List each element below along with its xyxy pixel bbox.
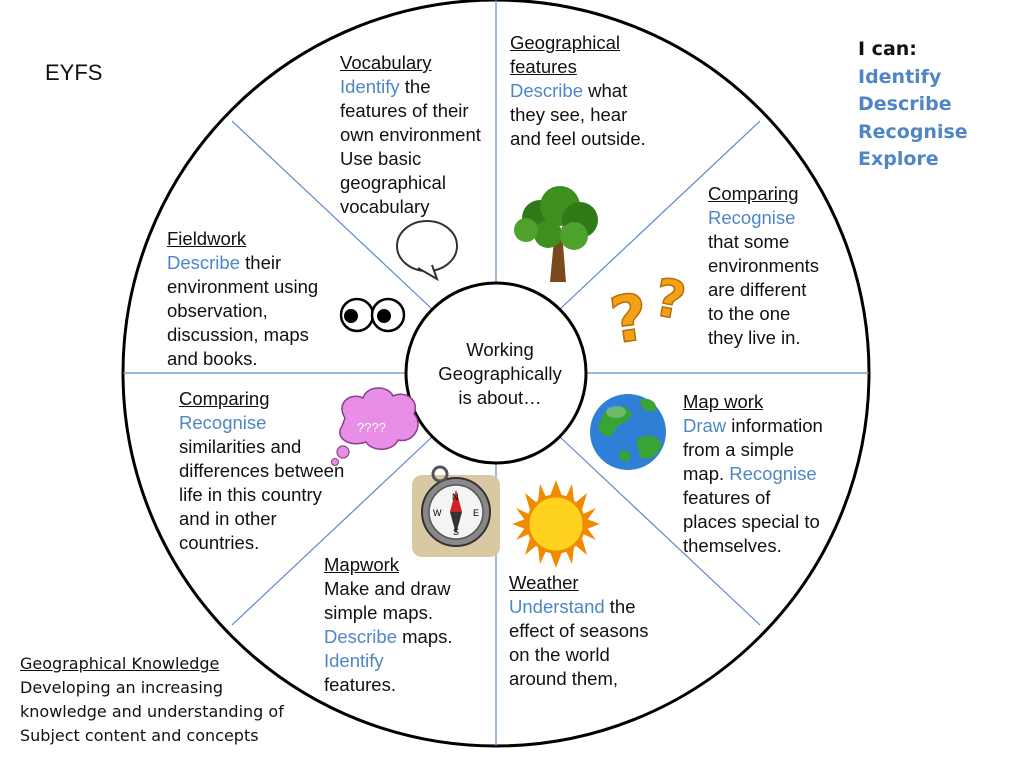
verb-highlight: Describe [167,252,240,273]
segment-comparing-countries: Comparing Recognise similarities and dif… [179,387,344,555]
page-title: EYFS [45,60,103,85]
eyes-icon [339,297,406,333]
verb-highlight: Describe [324,626,397,647]
segment-heading: features [510,56,577,77]
segment-text: differences between [179,460,345,481]
segment-text: own environment [340,124,481,145]
segment-heading: Mapwork [324,554,400,575]
segment-text: features. [324,674,396,695]
verb-highlight: Identify [340,76,400,97]
segment-text: themselves. [683,535,782,556]
segment-text: Use basic [340,148,422,169]
compass-w: W [433,508,442,518]
segment-heading: Geographical [510,32,621,53]
verb-highlight: Describe [510,80,583,101]
i-can-verb: Describe [858,93,952,115]
segment-comparing-environments: Comparing Recognise that some environmen… [708,182,819,350]
segment-text: the [399,76,431,97]
segment-heading: Vocabulary [340,52,432,73]
note-line: Developing an increasing [20,678,224,697]
segment-text: from a simple [683,439,795,460]
geographical-knowledge-note: Geographical Knowledge Developing an inc… [20,652,284,748]
segment-text: and books. [167,348,258,369]
segment-text: environment using [167,276,319,297]
segment-text: simple maps. [324,602,433,623]
segment-text: features of [683,487,771,508]
segment-text: similarities and [179,436,302,457]
segment-text: that some [708,231,790,252]
segment-text: they live in. [708,327,801,348]
verb-highlight: Recognise [708,207,796,228]
verb-highlight: Identify [324,650,384,671]
thought-bubble-text: ???? [357,420,386,435]
verb-highlight: Understand [509,596,605,617]
segment-heading: Map work [683,391,764,412]
segment-text: map. [683,463,730,484]
verb-highlight: Draw [683,415,727,436]
segment-text: what [583,80,628,101]
segment-text: and feel outside. [510,128,646,149]
center-circle [404,281,588,465]
segment-text: information [726,415,823,436]
sun-icon [512,480,600,568]
segment-text: environments [708,255,820,276]
segment-vocabulary: Vocabulary Identify the features of thei… [340,51,481,219]
verb-highlight: Recognise [729,463,817,484]
segment-text: life in this country [179,484,322,505]
center-line: Working [466,339,534,360]
segment-text: effect of seasons [509,620,649,641]
svg-text:?: ? [606,281,653,359]
segment-text: discussion, maps [167,324,309,345]
i-can-verb: Recognise [858,120,968,143]
segment-heading: Comparing [179,388,270,409]
segment-text: Make and draw [324,578,451,599]
center-line: Geographically [438,363,562,384]
i-can-heading: I can: [858,38,917,60]
segment-text: they see, hear [510,104,628,125]
segment-text: geographical [340,172,446,193]
segment-text: are different [708,279,807,300]
compass-n: N [452,492,459,502]
segment-text: places special to [683,511,820,532]
note-line: knowledge and understanding of [20,702,284,721]
note-heading: Geographical Knowledge [20,654,220,673]
segment-mapwork: Mapwork Make and draw simple maps. Descr… [324,553,453,697]
speech-bubble-icon [396,220,458,282]
i-can-verb: Identify [858,65,942,88]
compass-icon: N E S W [412,465,500,557]
segment-text: around them, [509,668,619,689]
svg-text:?: ? [650,268,690,332]
segment-map-work: Map work Draw information from a simple … [683,390,823,558]
center-label: Working Geographically is about… [406,338,594,410]
center-line: is about… [458,387,542,408]
i-can-list: I can: Identify Describe Recognise Explo… [858,36,968,174]
thought-bubble-icon: ???? [331,387,419,466]
tree-icon [514,186,598,282]
segment-text: their [240,252,282,273]
segment-fieldwork: Fieldwork Describe their environment usi… [167,227,318,371]
compass-s: S [453,527,459,537]
segment-text: to the one [708,303,791,324]
earth-globe-icon [590,394,666,470]
segment-heading: Weather [509,572,579,593]
segment-heading: Fieldwork [167,228,247,249]
segment-weather: Weather Understand the effect of seasons… [509,571,649,691]
segment-text: vocabulary [340,196,430,217]
segment-heading: Comparing [708,183,799,204]
segment-text: the [604,596,636,617]
note-line: Subject content and concepts [20,726,259,745]
verb-highlight: Recognise [179,412,267,433]
compass-e: E [473,508,479,518]
segment-text: maps. [397,626,453,647]
segment-text: countries. [179,532,260,553]
i-can-verb: Explore [858,148,939,170]
segment-text: observation, [167,300,268,321]
segment-text: on the world [509,644,610,665]
segment-geographical-features: Geographical features Describe what they… [510,31,646,151]
segment-text: and in other [179,508,277,529]
question-marks-icon: ? ? [605,267,691,360]
segment-text: features of their [340,100,469,121]
